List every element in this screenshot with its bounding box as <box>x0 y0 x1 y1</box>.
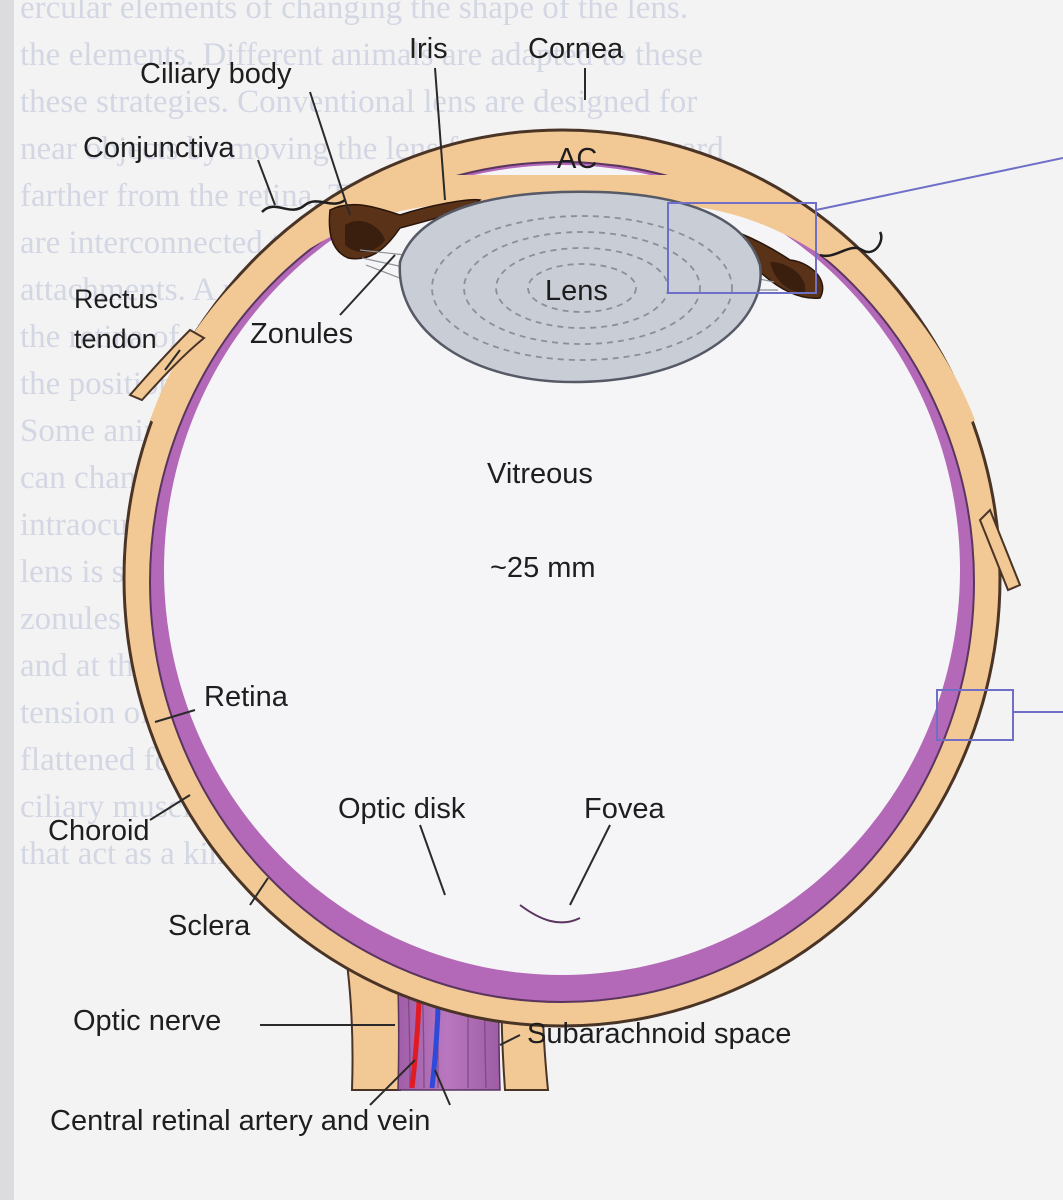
sclera <box>122 128 1002 1028</box>
leader-lines <box>149 67 611 1106</box>
label-rectus-tendon-line2: tendon <box>74 324 157 354</box>
conjunctiva-left <box>261 198 346 213</box>
rectus-tendon <box>128 328 206 402</box>
label-fovea: Fovea <box>584 793 665 825</box>
label-zonules: Zonules <box>250 318 353 350</box>
label-conjunctiva: Conjunctiva <box>83 132 235 164</box>
label-retina: Retina <box>204 681 289 713</box>
inset-box-top <box>667 202 817 294</box>
background-text-line: these strategies. Conventional lens are … <box>20 84 697 120</box>
label-ac: AC <box>557 143 597 175</box>
rectus-tendon-right <box>978 508 1022 592</box>
page-edge-shadow <box>0 0 14 1200</box>
fovea-pit <box>519 904 581 924</box>
inset-box-right <box>936 689 1014 741</box>
label-iris: Iris <box>409 33 448 65</box>
label-optic-nerve: Optic nerve <box>73 1005 221 1037</box>
label-cornea: Cornea <box>528 33 624 65</box>
vitreous-body <box>164 165 960 975</box>
label-ciliary-body: Ciliary body <box>140 58 292 90</box>
label-sclera: Sclera <box>168 910 251 942</box>
label-diameter: ~25 mm <box>490 552 596 584</box>
background-text-line: ercular elements of changing the shape o… <box>20 0 688 26</box>
labels: Ciliary body Iris Cornea Conjunctiva AC … <box>48 33 791 1137</box>
label-rectus-tendon-line1: Rectus <box>74 284 158 314</box>
background-text-line: the elements. Different animals are adap… <box>20 37 703 73</box>
label-vitreous: Vitreous <box>487 458 593 490</box>
label-central-retinal: Central retinal artery and vein <box>50 1105 430 1137</box>
label-optic-disk: Optic disk <box>338 793 466 825</box>
conjunctiva-right <box>819 231 883 258</box>
label-lens: Lens <box>545 275 608 307</box>
label-choroid: Choroid <box>48 815 150 847</box>
label-subarachnoid-space: Subarachnoid space <box>527 1018 791 1050</box>
